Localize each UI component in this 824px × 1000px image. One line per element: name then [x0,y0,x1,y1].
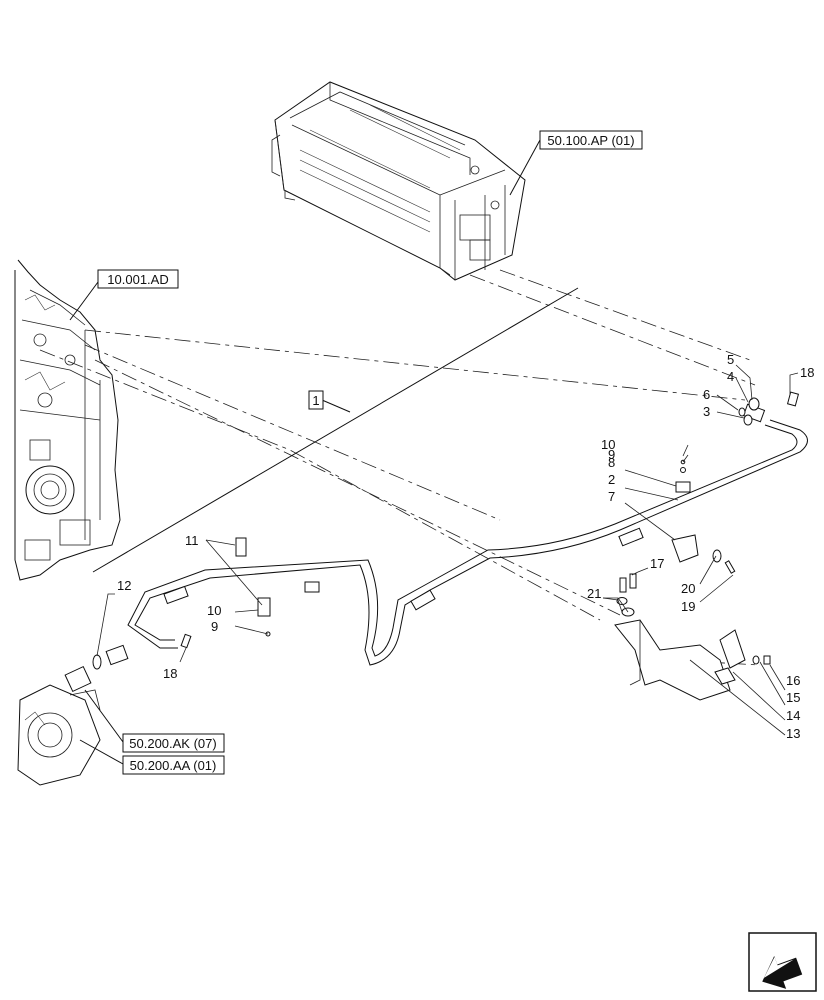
callout-7[interactable]: 7 [608,489,615,504]
ref-hose-ak-text: 50.200.AK (07) [129,736,216,751]
callout-4[interactable]: 4 [727,369,734,384]
callout-16[interactable]: 16 [786,673,800,688]
arrow-back-icon[interactable] [748,932,817,996]
callout-21[interactable]: 21 [587,586,601,601]
callout-5[interactable]: 5 [727,352,734,367]
callout-19[interactable]: 19 [681,599,695,614]
battery-module-drawing [271,81,526,281]
callout-3[interactable]: 3 [703,404,710,419]
callout-2[interactable]: 2 [608,472,615,487]
callout-20[interactable]: 20 [681,581,695,596]
ref-hose-aa-text: 50.200.AA (01) [130,758,217,773]
callout-13[interactable]: 13 [786,726,800,741]
engine-block-drawing [14,259,121,581]
callout-14[interactable]: 14 [786,708,800,723]
callout-11[interactable]: 11 [185,533,199,548]
assembly-label-text: 1 [312,393,319,408]
ref-box-hose-ak[interactable]: 50.200.AK (07) [122,733,225,753]
callout-10-bottom[interactable]: 10 [207,603,221,618]
pipe-assembly-drawing [92,391,808,701]
callout-17[interactable]: 17 [650,556,664,571]
callout-9-bottom[interactable]: 9 [211,619,218,634]
callout-10-top[interactable]: 10 [601,437,615,452]
assembly-box[interactable]: 1 [308,390,324,410]
callout-18-top[interactable]: 18 [800,365,814,380]
ref-engine-text: 10.001.AD [107,272,168,287]
callout-8[interactable]: 8 [608,455,615,470]
callout-numbers: 5 4 6 3 18 9 10 8 2 7 17 20 19 21 16 15 … [117,352,814,741]
leader-lines [69,139,799,765]
callout-18-bottom[interactable]: 18 [163,666,177,681]
ref-box-engine[interactable]: 10.001.AD [97,269,179,289]
callout-15[interactable]: 15 [786,690,800,705]
callout-6[interactable]: 6 [703,387,710,402]
callout-12[interactable]: 12 [117,578,131,593]
compressor-drawing [17,665,101,786]
ref-box-battery[interactable]: 50.100.AP (01) [539,130,643,150]
ref-battery-text: 50.100.AP (01) [547,133,634,148]
callout-9-top[interactable]: 9 [608,447,615,462]
connection-lines [39,269,761,666]
ref-box-hose-aa[interactable]: 50.200.AA (01) [122,755,225,775]
